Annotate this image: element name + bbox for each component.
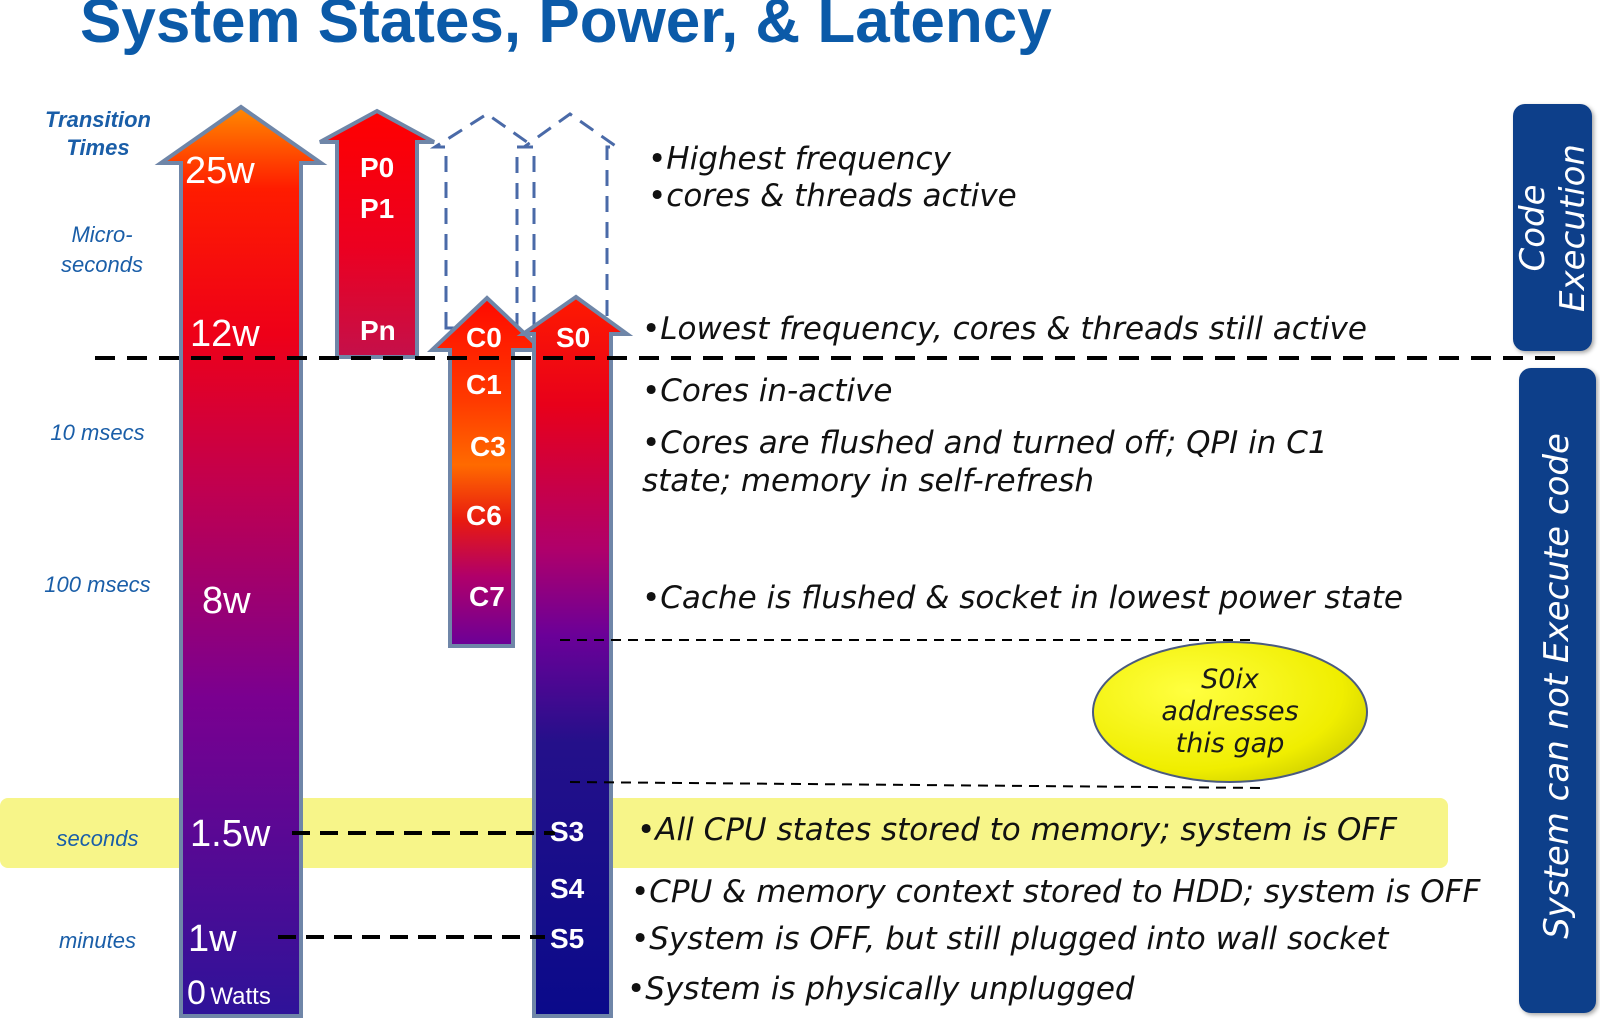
s0ix-line-3: this gap	[1175, 728, 1285, 759]
power-25w: 25w	[185, 150, 255, 192]
power-0-value: 0	[187, 974, 206, 1012]
s-state-dashed-outline	[519, 112, 622, 330]
code-execution-label: Code Execution	[1513, 108, 1593, 348]
power-12w: 12w	[190, 313, 260, 355]
p-state-p1: P1	[360, 193, 395, 224]
s0ix-line-1: S0ix	[1201, 664, 1259, 695]
c-state-c6: C6	[466, 500, 502, 531]
c-state-c1: C1	[466, 369, 502, 400]
desc-cores-inactive: •Cores in-active	[642, 373, 893, 409]
c-state-c7: C7	[469, 581, 505, 612]
s0ix-line-2: addresses	[1161, 696, 1299, 727]
code-execution-line-2: Execution	[1553, 144, 1593, 312]
desc-system-off-plugged: •System is OFF, but still plugged into w…	[631, 921, 1389, 957]
p-state-pn: Pn	[360, 315, 396, 346]
label-microseconds: Micro- seconds	[61, 222, 143, 277]
c-state-dashed-outline	[429, 112, 539, 330]
s0ix-callout-ellipse	[1092, 641, 1368, 783]
p-state-arrow	[319, 108, 435, 359]
s-state-s5: S5	[550, 923, 585, 954]
desc-cores-flushed-line1: •Cores are flushed and turned off; QPI i…	[642, 425, 1328, 461]
c-state-c0: C0	[466, 322, 502, 353]
c-state-c3: C3	[470, 431, 506, 462]
power-arrow	[154, 104, 328, 1018]
cannot-execute-label: System can not Execute code	[1537, 433, 1577, 939]
desc-cpu-memory-context: •CPU & memory context stored to HDD; sys…	[631, 874, 1481, 910]
code-execution-line-1: Code	[1513, 184, 1553, 272]
power-0-unit: Watts	[210, 983, 271, 1010]
transition-times-header: Transition Times	[45, 107, 151, 160]
desc-cores-threads-active: •cores & threads active	[648, 178, 1017, 214]
s-state-s4: S4	[550, 873, 585, 904]
desc-cache-flushed: •Cache is flushed & socket in lowest pow…	[642, 580, 1403, 616]
s0ix-callout-text: S0ix addresses this gap	[1110, 664, 1350, 760]
power-1w: 1w	[188, 918, 237, 960]
desc-cores-flushed-line2: state; memory in self-refresh	[642, 463, 1095, 499]
page-title: System States, Power, & Latency	[80, 0, 1052, 56]
desc-lowest-frequency: •Lowest frequency, cores & threads still…	[642, 311, 1367, 347]
desc-all-cpu-states: •All CPU states stored to memory; system…	[637, 812, 1398, 848]
cannot-execute-panel: System can not Execute code	[1519, 368, 1596, 1013]
desc-system-unplugged: •System is physically unplugged	[627, 971, 1135, 1007]
power-1-5w: 1.5w	[190, 813, 271, 855]
s-state-s0: S0	[556, 322, 591, 353]
label-minutes: minutes	[58, 928, 137, 953]
desc-highest-frequency: •Highest frequency	[648, 141, 951, 177]
label-seconds: seconds	[56, 826, 139, 851]
label-100-msecs: 100 msecs	[44, 572, 151, 597]
power-0-watts: 0 Watts	[187, 974, 271, 1013]
code-execution-panel: Code Execution	[1513, 104, 1593, 351]
power-8w: 8w	[202, 580, 251, 622]
gap-bottom-line	[569, 781, 1266, 789]
s-state-arrow	[516, 294, 634, 1018]
s-state-s3: S3	[550, 816, 585, 847]
p-state-p0: P0	[360, 152, 395, 183]
label-10-msecs: 10 msecs	[50, 420, 145, 445]
c-state-arrow	[426, 295, 548, 648]
